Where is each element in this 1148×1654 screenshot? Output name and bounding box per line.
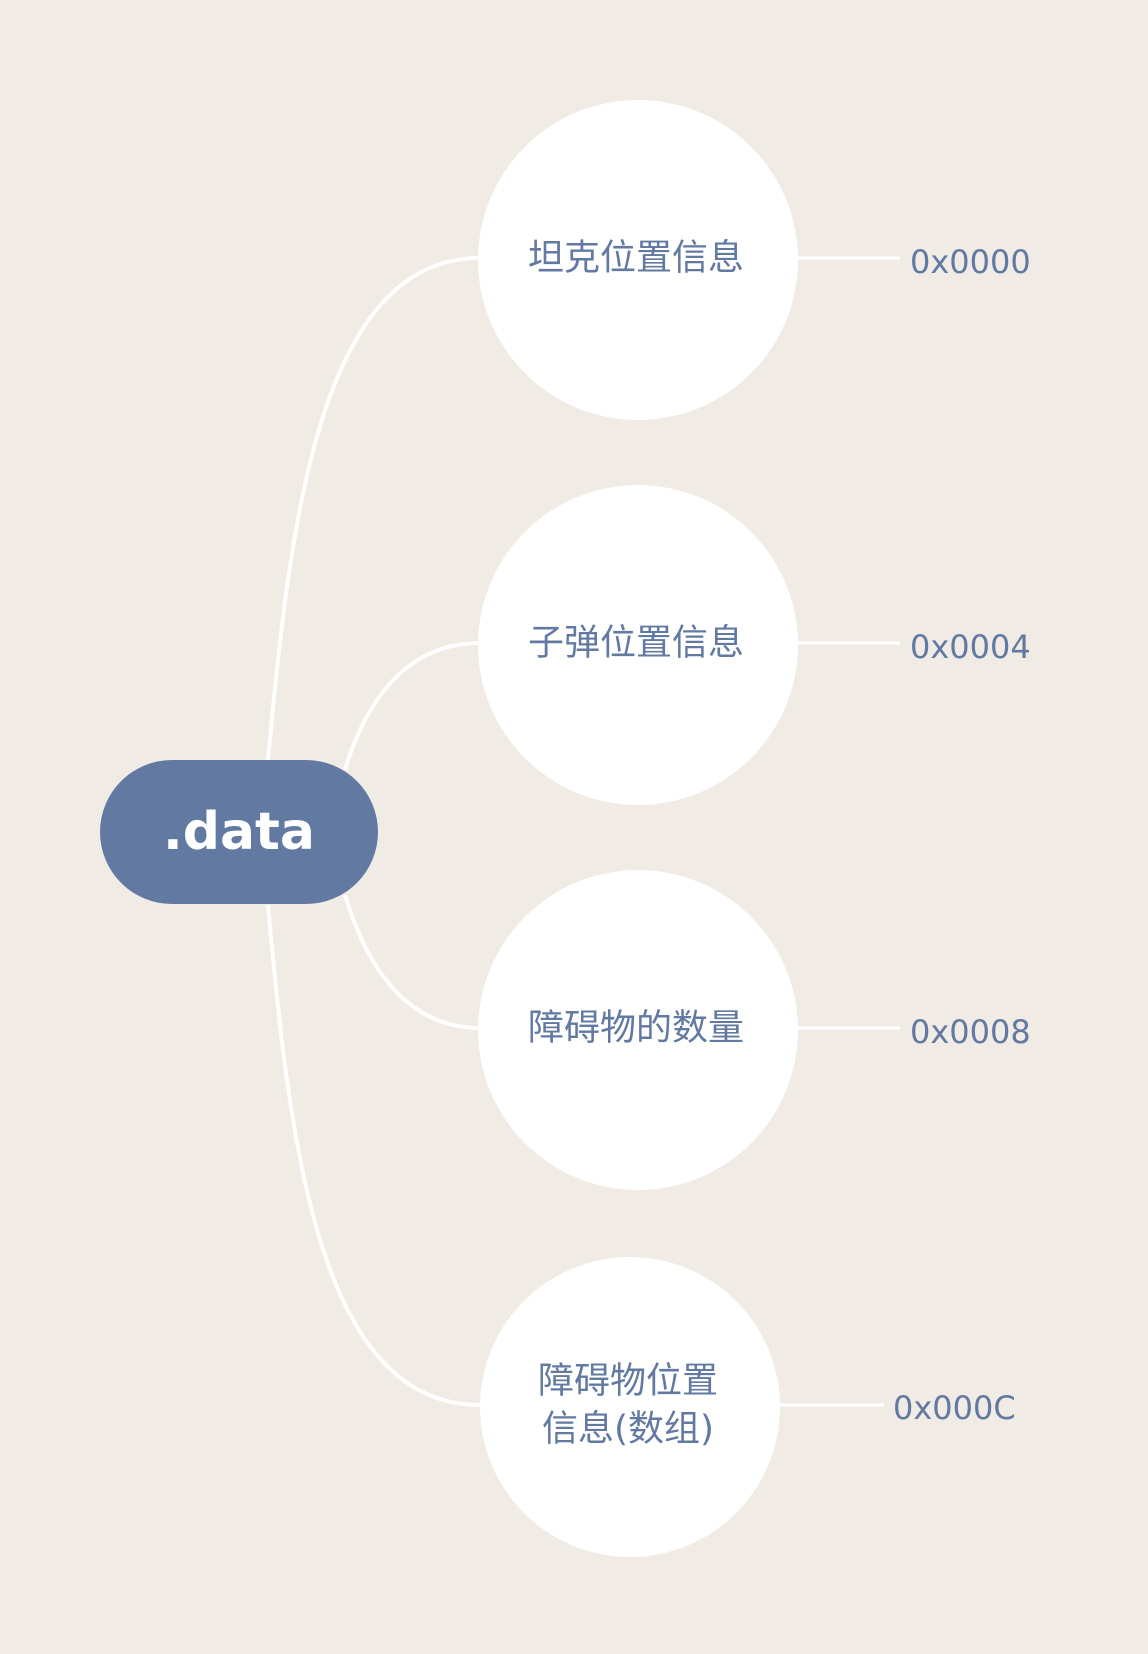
branch-node-2-label: 子弹位置信息: [528, 623, 744, 664]
root-node-shape: [100, 760, 378, 904]
connector-3: [343, 894, 481, 1030]
branch-node-4-shape: [480, 1257, 780, 1557]
branch-node-1-label: 坦克位置信息: [528, 238, 744, 279]
branch-node-3-shape: [478, 870, 798, 1190]
root-node[interactable]: .data: [100, 760, 378, 904]
address-label-1: 0x0000: [910, 243, 1031, 281]
address-label-4: 0x000C: [893, 1389, 1016, 1427]
branch-node-tank-position[interactable]: 坦克位置信息: [478, 100, 798, 420]
connector-2: [343, 641, 481, 771]
connector-1: [266, 256, 481, 761]
branch-node-obstacle-array[interactable]: 障碍物位置 信息(数组): [480, 1257, 780, 1557]
address-label-3: 0x0008: [910, 1013, 1031, 1051]
root-node-label: .data: [163, 802, 315, 862]
branch-node-2-shape: [478, 485, 798, 805]
branch-node-1-shape: [478, 100, 798, 420]
branch-node-obstacle-count[interactable]: 障碍物的数量: [478, 870, 798, 1190]
branch-node-4-label-line1: 障碍物位置: [538, 1361, 718, 1402]
address-label-2: 0x0004: [910, 628, 1031, 666]
branch-node-bullet-position[interactable]: 子弹位置信息: [478, 485, 798, 805]
branch-node-3-label: 障碍物的数量: [528, 1008, 744, 1049]
branch-node-4-label-line2: 信息(数组): [542, 1409, 714, 1450]
connector-4: [266, 904, 481, 1407]
